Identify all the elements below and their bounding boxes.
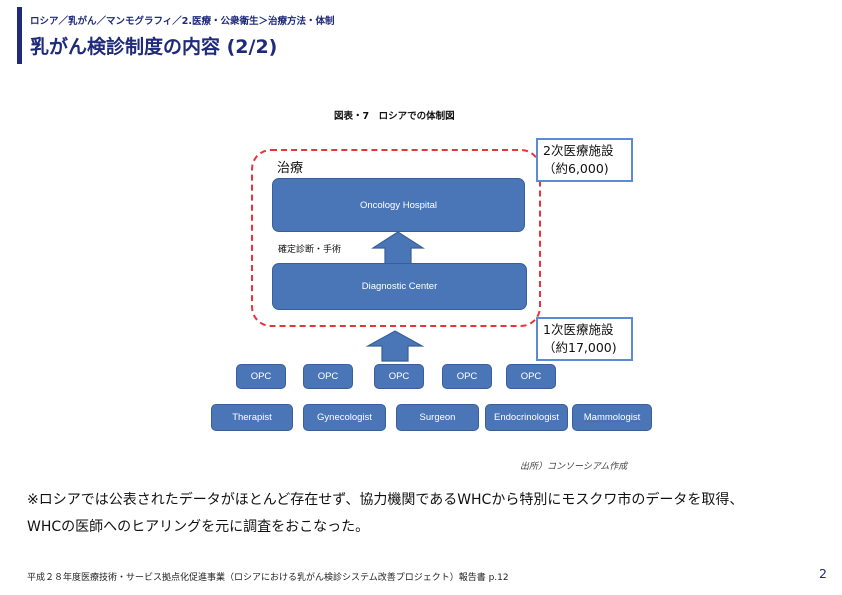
specialist-gynecologist: Gynecologist — [303, 404, 386, 431]
specialist-mammologist: Mammologist — [572, 404, 652, 431]
page-title: 乳がん検診制度の内容 (2/2) — [30, 36, 278, 58]
secondary-facility-count: （約6,000) — [543, 161, 609, 176]
specialist-surgeon: Surgeon — [396, 404, 479, 431]
opc-label: OPC — [520, 371, 542, 382]
opc-label: OPC — [250, 371, 272, 382]
specialist-label: Gynecologist — [317, 412, 372, 423]
up-arrow-icon — [366, 330, 424, 362]
specialist-therapist: Therapist — [211, 404, 293, 431]
opc-box: OPC — [303, 364, 353, 389]
primary-facility-box: 1次医療施設 （約17,000) — [536, 317, 633, 361]
oncology-hospital-label: Oncology Hospital — [359, 199, 438, 211]
title-accent-bar — [17, 7, 22, 64]
page-number: 2 — [819, 566, 827, 581]
up-arrow-icon — [371, 231, 425, 265]
note-line-1: ※ロシアでは公表されたデータがほとんど存在せず、協力機関であるWHCから特別にモ… — [27, 492, 744, 508]
primary-facility-count: （約17,000) — [543, 340, 617, 355]
diagnosis-surgery-label: 確定診断・手術 — [278, 245, 342, 255]
secondary-facility-box: 2次医療施設 （約6,000) — [536, 138, 633, 182]
oncology-hospital-box: Oncology Hospital — [272, 178, 525, 232]
secondary-facility-title: 2次医療施設 — [543, 143, 614, 158]
opc-label: OPC — [317, 371, 339, 382]
breadcrumb: ロシア／乳がん／マンモグラフィ／2.医療・公衆衛生＞治療方法・体制 — [30, 16, 335, 27]
specialist-label: Therapist — [232, 412, 272, 423]
specialist-label: Surgeon — [419, 412, 456, 423]
specialist-label: Endocrinologist — [494, 412, 559, 423]
footer-citation: 平成２８年度医療技術・サービス拠点化促進事業（ロシアにおける乳がん検診システム改… — [27, 573, 509, 583]
opc-label: OPC — [456, 371, 478, 382]
treatment-label: 治療 — [277, 161, 304, 176]
diagnostic-center-box: Diagnostic Center — [272, 263, 527, 310]
opc-box: OPC — [236, 364, 286, 389]
secondary-care-region — [251, 149, 541, 327]
figure-caption: 図表・7 ロシアでの体制図 — [334, 111, 455, 122]
diagnostic-center-label: Diagnostic Center — [361, 281, 438, 292]
primary-facility-title: 1次医療施設 — [543, 322, 614, 337]
specialist-endocrinologist: Endocrinologist — [485, 404, 568, 431]
opc-box: OPC — [506, 364, 556, 389]
note-line-2: WHCの医師へのヒアリングを元に調査をおこなった。 — [27, 519, 370, 535]
opc-box: OPC — [374, 364, 424, 389]
opc-label: OPC — [388, 371, 410, 382]
opc-box: OPC — [442, 364, 492, 389]
figure-source: 出所）コンソーシアム作成 — [520, 462, 628, 472]
specialist-label: Mammologist — [583, 412, 641, 423]
